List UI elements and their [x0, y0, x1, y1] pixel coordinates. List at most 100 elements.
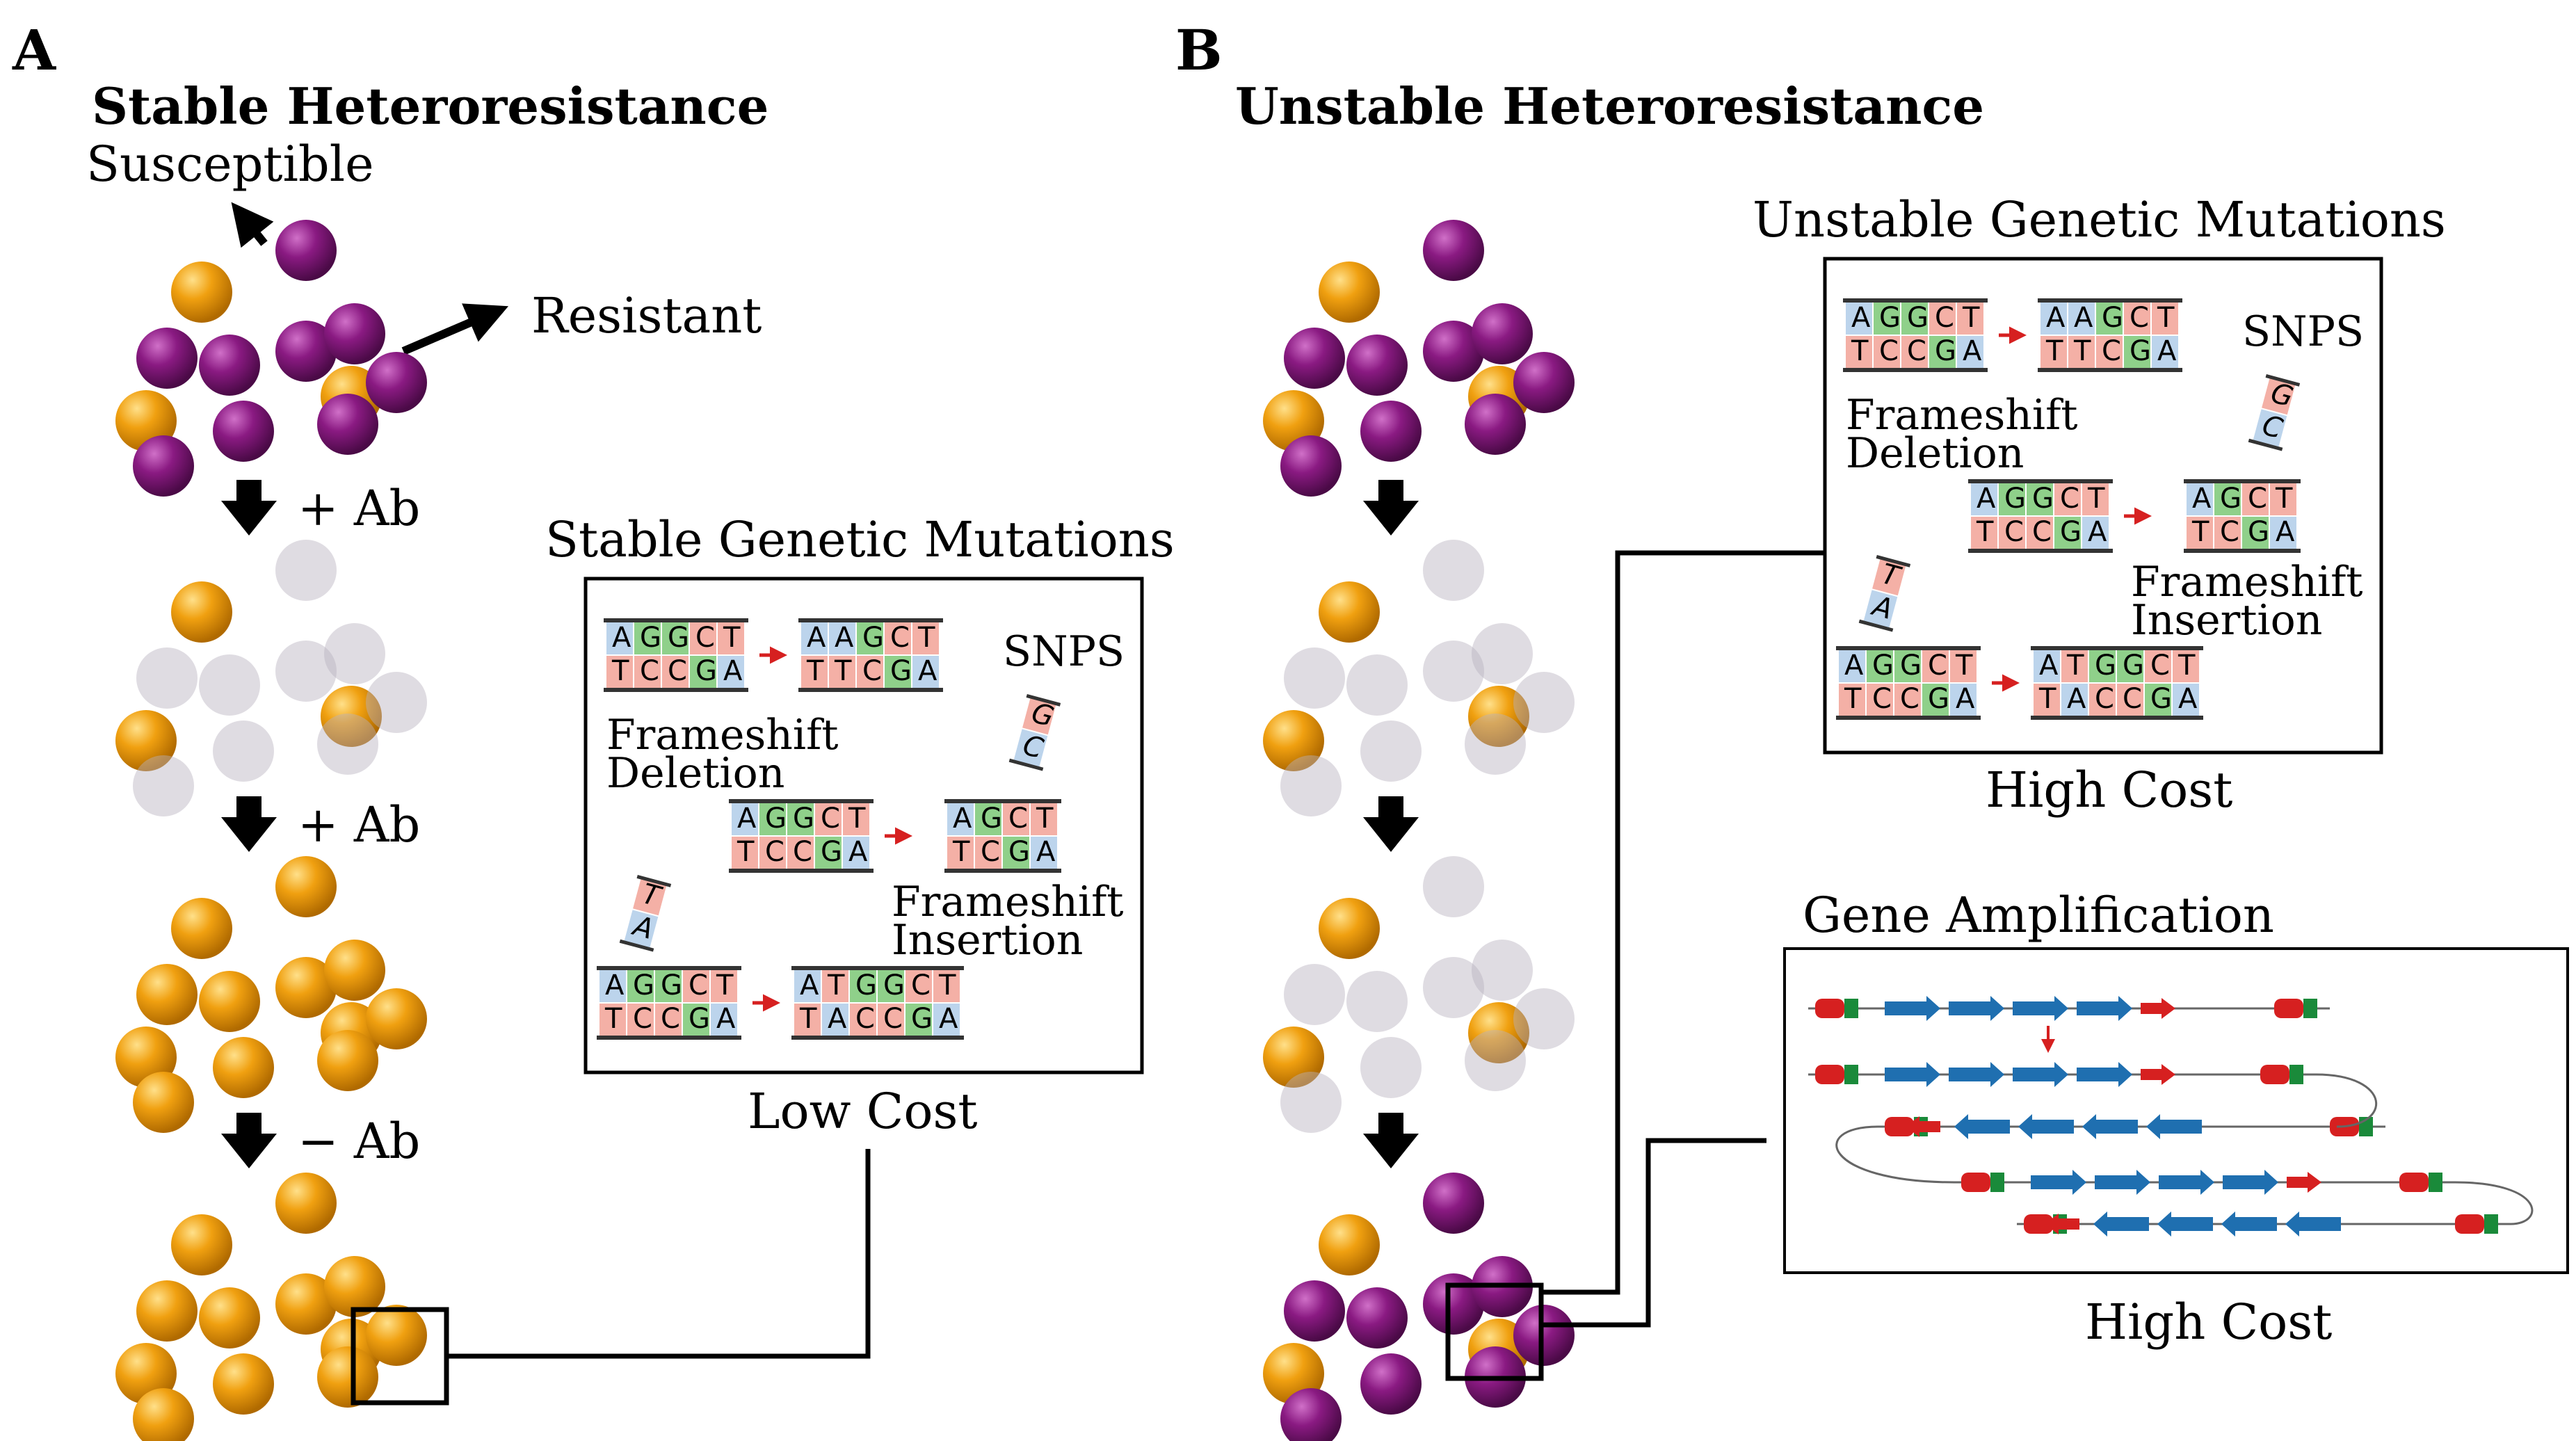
nucleotide-label: T — [917, 622, 935, 654]
cluster-a-initial — [115, 220, 427, 497]
susceptible-cell — [136, 328, 198, 389]
susceptible-cell — [1423, 1173, 1484, 1234]
nucleotide-label: C — [2060, 483, 2079, 515]
base-cell — [1003, 803, 1029, 835]
susceptible-cell — [1423, 220, 1484, 281]
nucleotide-label: T — [2191, 516, 2209, 548]
base-cell — [655, 970, 682, 1002]
dead-cell — [1513, 988, 1575, 1049]
nucleotide-label: T — [2177, 650, 2196, 682]
unstable-mutations-title: Unstable Genetic Mutations — [1753, 191, 2446, 248]
resistant-cell — [1319, 581, 1380, 643]
base-cell — [1874, 336, 1900, 368]
nucleotide-label: C — [2150, 650, 2170, 682]
base-cell — [885, 656, 911, 688]
base-cell — [933, 970, 960, 1002]
nucleotide-label: A — [848, 836, 868, 868]
snps-label: SNPS — [1003, 627, 1125, 676]
susceptible-cell — [1346, 335, 1408, 396]
susceptible-cell — [324, 303, 385, 364]
dead-cell — [1465, 714, 1526, 775]
susceptible-cell — [1423, 321, 1484, 382]
nucleotide-label: T — [834, 655, 852, 687]
snps-label: SNPS — [2242, 307, 2364, 356]
base-cell — [627, 1004, 654, 1036]
nucleotide-label: C — [821, 803, 840, 835]
insertion-sequence-red — [1815, 999, 1844, 1018]
nucleotide-label: T — [716, 969, 734, 1001]
nucleotide-label: T — [604, 1003, 622, 1035]
gene-amp-title: Gene Amplification — [1803, 887, 2274, 944]
resistant-cell — [275, 1173, 337, 1234]
gene-arrow-blue — [2077, 1062, 2132, 1087]
resistant-cell — [213, 1353, 274, 1415]
connector-b-1 — [1541, 550, 1825, 1295]
base-cell — [711, 970, 737, 1002]
base-cell — [2152, 336, 2178, 368]
base-cell — [1999, 483, 2025, 515]
base-cell — [606, 656, 633, 688]
susceptible-cell — [1360, 401, 1422, 462]
base-cell — [829, 622, 855, 654]
base-cell — [690, 656, 716, 688]
resistant-cell — [171, 581, 232, 643]
nucleotide-label: T — [1851, 335, 1869, 367]
base-cell — [1922, 650, 1949, 682]
nucleotide-label: G — [695, 655, 717, 687]
nucleotide-label: G — [2004, 483, 2026, 515]
dead-cell — [1423, 641, 1484, 702]
nucleotide-label: G — [640, 622, 661, 654]
dead-cell — [1284, 647, 1345, 709]
panel-a-letter: A — [12, 17, 56, 83]
dead-cell — [1280, 1072, 1342, 1133]
resistant-cell — [324, 940, 385, 1001]
panel-a-step-1: + Ab — [221, 480, 420, 537]
insertion-sequence-red — [2274, 999, 2303, 1018]
base-cell — [878, 1004, 904, 1036]
nucleotide-label: T — [2275, 483, 2293, 515]
deletion-label-line-2: Deletion — [1846, 429, 2024, 478]
nucleotide-label: T — [736, 836, 755, 868]
nucleotide-label: A — [2046, 302, 2066, 334]
nucleotide-label: A — [1844, 650, 1864, 682]
dead-cell — [317, 714, 378, 775]
base-cell — [732, 803, 758, 835]
nucleotide-label: G — [668, 622, 689, 654]
nucleotide-label: A — [2074, 302, 2093, 334]
resistant-cell — [275, 856, 337, 917]
base-cell — [1929, 303, 1956, 335]
deleted-bases: GC — [2248, 374, 2301, 451]
dead-cell — [1360, 720, 1422, 782]
amplicon-row — [1808, 996, 2330, 1021]
base-cell — [2034, 684, 2060, 716]
base-cell — [857, 656, 883, 688]
base-cell — [1846, 336, 1872, 368]
insertion-sequence-green — [2303, 999, 2317, 1018]
cluster-a-antibiotic-2 — [115, 856, 427, 1133]
nucleotide-label: G — [911, 1003, 933, 1035]
nucleotide-label: A — [918, 655, 937, 687]
dead-cell — [366, 672, 427, 733]
base-cell — [1003, 837, 1029, 869]
base-cell — [912, 622, 939, 654]
base-cell — [2040, 303, 2067, 335]
cluster-a-no-antibiotic — [115, 1173, 427, 1441]
panel-a-title: Stable Heteroresistance — [92, 77, 768, 136]
susceptible-cell — [1280, 1388, 1342, 1441]
nucleotide-label: C — [1907, 335, 1926, 367]
base-cell — [2082, 517, 2109, 549]
base-cell — [2270, 483, 2296, 515]
nucleotide-label: G — [2123, 650, 2144, 682]
base-cell — [1957, 336, 1983, 368]
base-cell — [947, 837, 974, 869]
base-cell — [2082, 483, 2109, 515]
insertion-sequence-green — [1844, 999, 1858, 1018]
susceptible-cell — [1360, 1353, 1422, 1415]
resistant-cell — [1263, 710, 1324, 771]
nucleotide-label: A — [2039, 650, 2059, 682]
nucleotide-label: G — [1907, 302, 1929, 334]
base-cell — [2027, 483, 2053, 515]
susceptible-cell — [199, 335, 260, 396]
base-cell — [801, 622, 828, 654]
